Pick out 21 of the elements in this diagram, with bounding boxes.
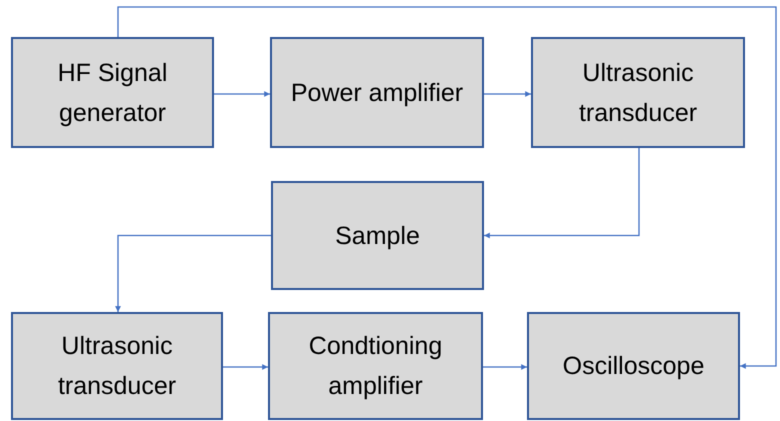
process-box — [270, 37, 484, 148]
process-box — [531, 37, 745, 148]
process-box — [11, 312, 223, 420]
arrow — [223, 364, 268, 370]
process-box — [268, 312, 483, 420]
process-box — [527, 312, 740, 420]
box-label: Condtioning amplifier — [308, 331, 444, 402]
box-label: Ultrasonic transducer — [578, 58, 698, 128]
arrow — [117, 6, 777, 369]
process-box — [271, 181, 484, 290]
box-label: HF Signal generator — [56, 58, 168, 128]
box-label: Sample — [335, 220, 420, 252]
arrow — [483, 364, 527, 370]
arrow — [214, 91, 270, 97]
arrow — [484, 148, 640, 238]
box-label: Ultrasonic transducer — [56, 331, 178, 402]
arrow — [484, 91, 531, 97]
process-box — [11, 37, 214, 148]
arrow — [115, 234, 271, 312]
box-label: Power amplifier — [290, 78, 464, 108]
box-label: Oscilloscope — [562, 351, 704, 382]
